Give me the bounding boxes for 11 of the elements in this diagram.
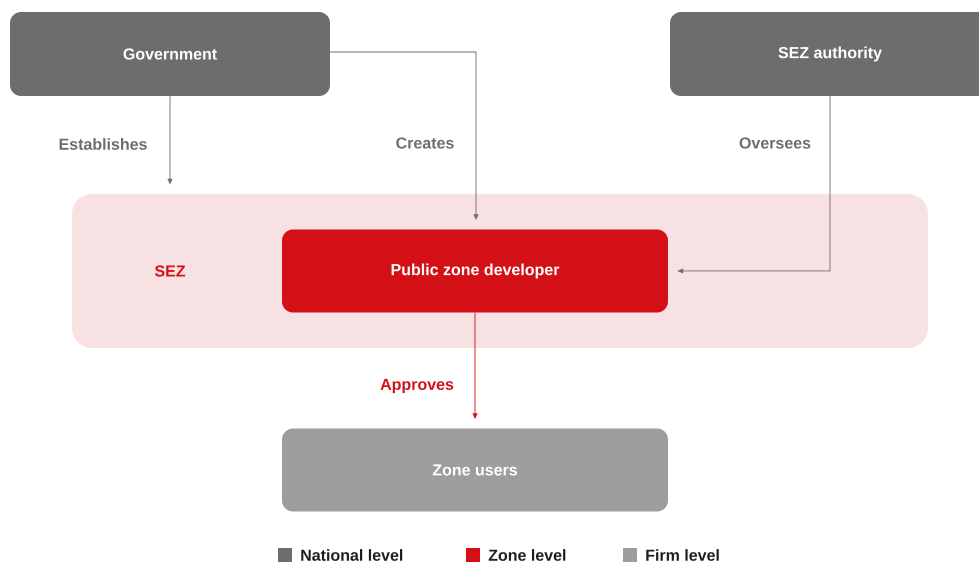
legend-label: National level xyxy=(301,549,402,561)
edge-label: Creates xyxy=(396,137,454,149)
edge-label: Establishes xyxy=(60,138,147,150)
developer-box: Public zone developer xyxy=(282,230,668,312)
legend-label: Zone level xyxy=(488,549,566,561)
legend-label: Firm level xyxy=(646,549,719,561)
users-box: Zone users xyxy=(282,428,668,512)
edge-label: Oversees xyxy=(740,137,810,149)
authority-box: SEZ authority xyxy=(670,12,979,96)
edge-label: Approves xyxy=(380,378,454,394)
authority-box: Government xyxy=(10,12,330,96)
